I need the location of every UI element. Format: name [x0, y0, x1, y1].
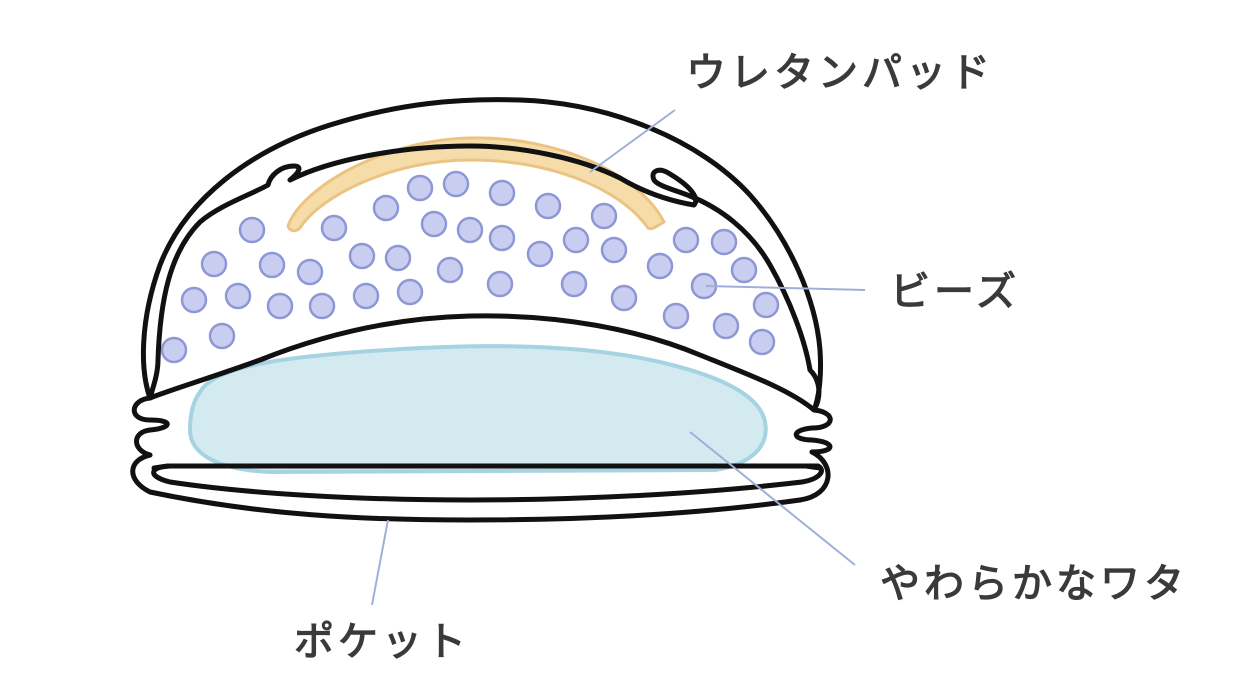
bead [646, 252, 674, 280]
soft-filling-shape [187, 344, 768, 475]
bead [420, 210, 448, 238]
bead [486, 270, 514, 298]
bead [488, 224, 516, 252]
bead [712, 312, 740, 340]
bead [590, 202, 618, 230]
bead [224, 282, 252, 310]
bead [208, 322, 236, 350]
pocket-outline-lower [151, 463, 824, 503]
bead [456, 216, 484, 244]
bead [180, 286, 208, 314]
bead [560, 270, 588, 298]
bead [534, 192, 562, 220]
bead-chamber-outline [147, 143, 822, 413]
bead [266, 292, 294, 320]
bead [752, 291, 780, 319]
bead [672, 226, 700, 254]
bead [442, 170, 470, 198]
leader-line-soft-filling [689, 431, 856, 566]
bead [730, 256, 758, 284]
bead [710, 228, 738, 256]
pocket-outline-outer [130, 449, 831, 523]
bead [296, 258, 324, 286]
bead [488, 179, 516, 207]
bead [562, 226, 590, 254]
leader-line-beads [705, 285, 866, 291]
bead [600, 236, 628, 264]
bead [406, 174, 434, 202]
bead [436, 256, 464, 284]
bead [384, 244, 412, 272]
bead [308, 292, 336, 320]
bead [372, 194, 400, 222]
bead [526, 240, 554, 268]
bead [610, 284, 638, 312]
bead [200, 250, 228, 278]
bead [396, 278, 424, 306]
pillow-outline [131, 97, 833, 458]
bead [662, 302, 690, 330]
beads-group [160, 170, 780, 364]
label-urethane-pad: ウレタンパッド [686, 50, 994, 96]
label-beads: ビーズ [890, 269, 1020, 315]
leader-line-urethane-pad [589, 109, 676, 173]
pocket-slit-lines [151, 463, 823, 471]
bead [160, 336, 188, 364]
bead [238, 216, 266, 244]
bead [748, 328, 776, 356]
label-soft-filling: やわらかなワタ [880, 561, 1188, 607]
label-pocket: ポケット [294, 619, 470, 665]
bead [352, 282, 380, 310]
bead [348, 242, 376, 270]
leader-line-pocket [371, 519, 389, 606]
bead [258, 251, 286, 279]
bead [320, 214, 348, 242]
